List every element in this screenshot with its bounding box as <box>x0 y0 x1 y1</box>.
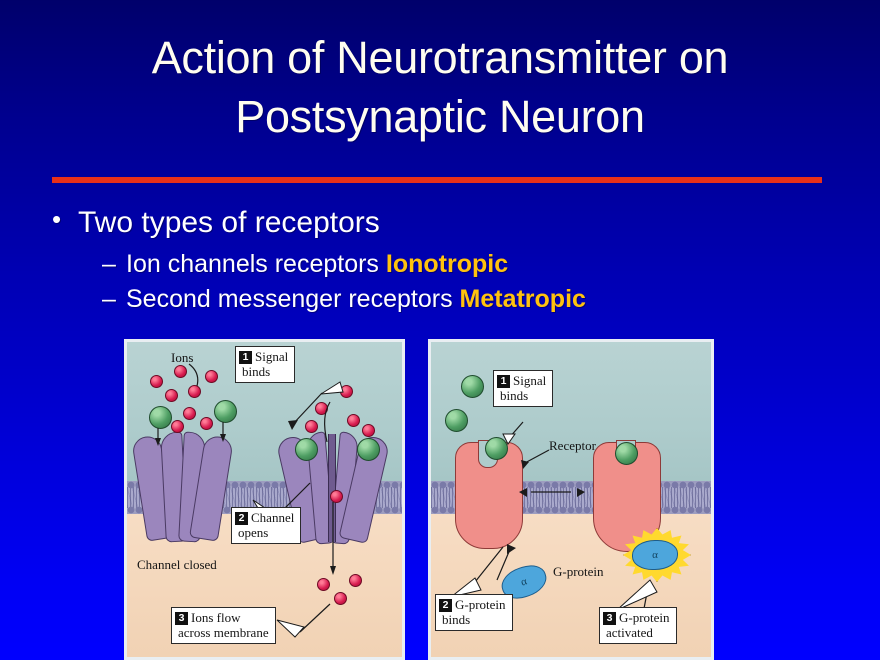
dash-marker-icon: – <box>102 249 116 278</box>
callout-line-2: binds <box>242 364 271 380</box>
g-protein-activated: α <box>632 540 678 570</box>
ion-particle <box>150 375 163 388</box>
signal-molecule <box>149 406 172 429</box>
ion-particle <box>347 414 360 427</box>
bullet-list: • Two types of receptors – Ion channels … <box>0 203 880 318</box>
bullet-level1-receptor-types: • Two types of receptors <box>52 203 880 243</box>
callout-number-badge: 1 <box>239 351 252 364</box>
lipid-heads-outer <box>127 481 402 489</box>
callout-number-badge: 2 <box>235 512 248 525</box>
callout-line-2: binds <box>500 388 529 404</box>
callout-number-badge: 3 <box>603 612 616 625</box>
callout-line-1: Signal <box>513 373 547 388</box>
bullet-dot-icon: • <box>52 204 62 234</box>
signal-molecule-bound <box>357 438 380 461</box>
callout-number-badge: 1 <box>497 375 510 388</box>
signal-molecule <box>445 409 468 432</box>
callout-line-1: G-protein <box>455 597 506 612</box>
bullet-level2-ionotropic-accent: Ionotropic <box>385 249 509 278</box>
callout-line-2: binds <box>442 612 471 628</box>
ion-particle <box>174 365 187 378</box>
ion-particle <box>183 407 196 420</box>
bullet-level1-label: Two types of receptors <box>78 206 380 239</box>
callout-number-badge: 2 <box>439 599 452 612</box>
g-protein-label: G-protein <box>553 564 604 579</box>
ion-particle <box>188 385 201 398</box>
page-title: Action of Neurotransmitter on Postsynapt… <box>0 28 880 147</box>
callout-line-2: opens <box>238 525 269 541</box>
dash-marker-icon: – <box>102 285 116 314</box>
lipid-heads-outer <box>431 481 711 489</box>
title-line-2: Postsynaptic Neuron <box>235 91 645 143</box>
callout-line-2: activated <box>606 625 653 641</box>
closed-ion-channel <box>131 431 234 543</box>
title-divider-rule <box>52 177 822 183</box>
title-line-1: Action of Neurotransmitter on <box>151 32 729 83</box>
signal-molecule <box>485 437 508 460</box>
signal-molecule <box>214 400 237 423</box>
receptor-label: Receptor <box>549 438 596 453</box>
ion-particle-cytoplasm <box>349 574 362 587</box>
lipid-heads-inner <box>431 506 711 514</box>
ion-particle-cytoplasm <box>317 578 330 591</box>
signal-molecule-bound <box>295 438 318 461</box>
alpha-subunit-label: α <box>519 575 529 589</box>
callout-line-2: across membrane <box>178 625 269 641</box>
bullet-level2-metatropic: – Second messenger receptors Metatropic <box>102 282 880 317</box>
ion-particle <box>305 420 318 433</box>
ion-particle <box>171 420 184 433</box>
bullet-level2-ionotropic: – Ion channels receptors Ionotropic <box>102 247 880 282</box>
ion-particle-in-pore <box>330 490 343 503</box>
ion-particle <box>340 385 353 398</box>
ion-particle <box>200 417 213 430</box>
callout-line-1: Channel <box>251 510 295 525</box>
callout-line-1: Ions flow <box>191 610 241 625</box>
ion-particle <box>205 370 218 383</box>
signal-molecule <box>461 375 484 398</box>
callout-number-badge: 3 <box>175 612 188 625</box>
alpha-subunit-label: α <box>652 549 658 561</box>
bullet-level2-metatropic-label: Second messenger receptors <box>126 285 460 314</box>
ion-particle-cytoplasm <box>334 592 347 605</box>
callout-line-1: Signal <box>255 349 289 364</box>
channel-closed-label: Channel closed <box>137 557 217 572</box>
callout-line-1: G-protein <box>619 610 670 625</box>
ion-particle <box>362 424 375 437</box>
ion-particle <box>315 402 328 415</box>
ion-particle <box>165 389 178 402</box>
signal-molecule-bound <box>615 442 638 465</box>
bullet-level2-ionotropic-label: Ion channels receptors <box>126 249 386 278</box>
open-ion-channel <box>275 431 391 545</box>
bullet-level2-metatropic-accent: Metatropic <box>459 285 586 314</box>
ions-label: Ions <box>171 350 194 365</box>
